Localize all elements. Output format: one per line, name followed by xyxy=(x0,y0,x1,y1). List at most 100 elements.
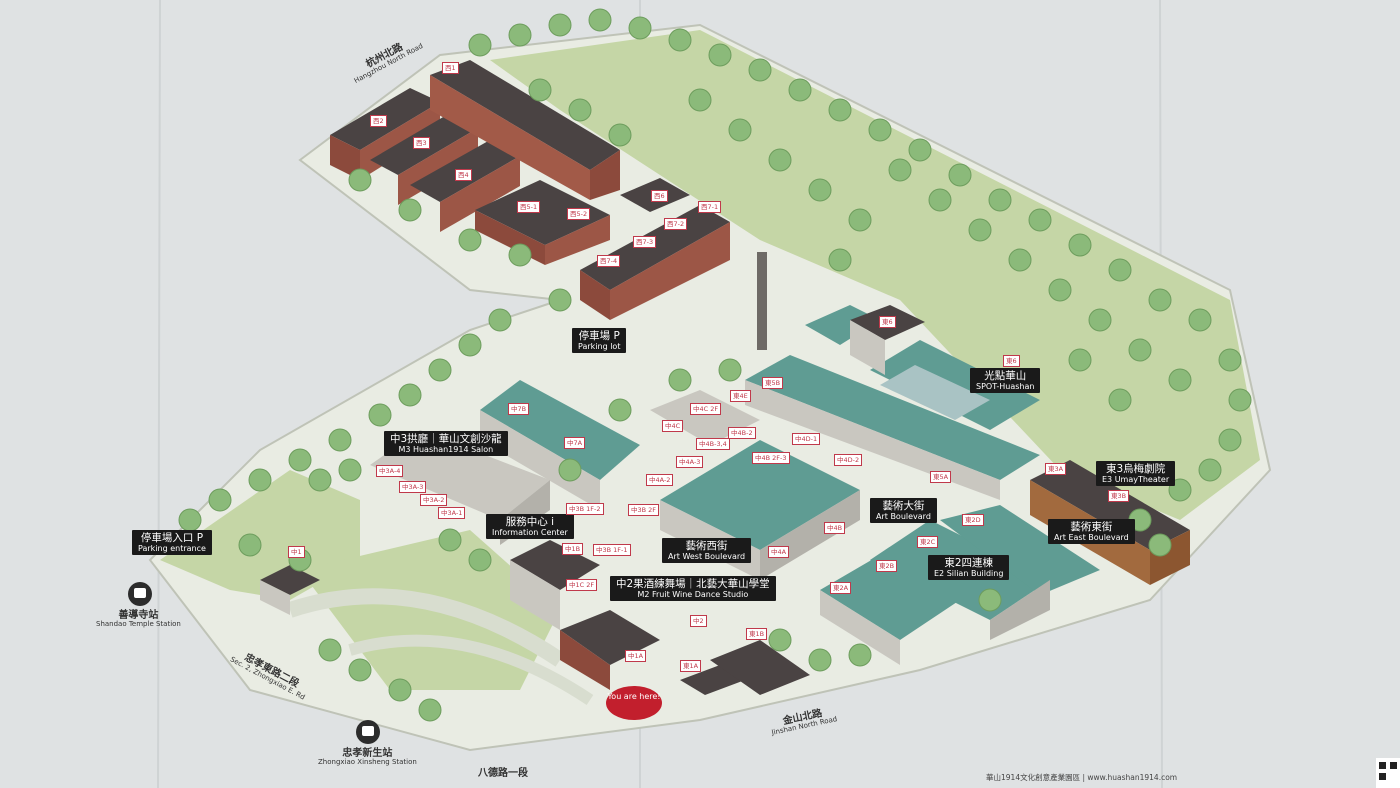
tree xyxy=(868,118,892,142)
tree xyxy=(688,88,712,112)
place-zh: 藝術西街 xyxy=(685,540,728,552)
tree xyxy=(768,148,792,172)
tree xyxy=(508,23,532,47)
building-tag: 中4C xyxy=(662,420,684,432)
tree xyxy=(328,428,352,452)
label-e2-silian: 東2四連棟 E2 Silian Building xyxy=(928,555,1010,581)
tree xyxy=(948,163,972,187)
building-tag: 西5-2 xyxy=(567,208,591,220)
tree xyxy=(1228,388,1252,412)
tree xyxy=(1028,208,1052,232)
you-are-here-marker: You are here! xyxy=(606,686,662,720)
building-tag: 中1 xyxy=(288,546,305,558)
tree xyxy=(1068,233,1092,257)
tree xyxy=(1008,248,1032,272)
tree xyxy=(668,368,692,392)
tree xyxy=(568,98,592,122)
tree xyxy=(608,398,632,422)
label-art-west-boulevard: 藝術西街 Art West Boulevard xyxy=(662,538,752,564)
tree xyxy=(458,228,482,252)
tree xyxy=(398,383,422,407)
tree xyxy=(308,468,332,492)
building-tag: 西3 xyxy=(413,137,430,149)
tree xyxy=(178,508,202,532)
building-tag: 中3A-4 xyxy=(376,465,404,477)
station-zh: 忠孝新生站 xyxy=(342,748,393,759)
tree xyxy=(348,658,372,682)
tree xyxy=(1188,308,1212,332)
tree xyxy=(748,58,772,82)
place-en: E2 Silian Building xyxy=(934,569,1004,579)
building-tag: 東5B xyxy=(762,377,784,389)
place-zh: 東2四連棟 xyxy=(944,557,994,569)
building-tag: 中3B 1F-1 xyxy=(593,544,631,556)
building-tag: 西6 xyxy=(651,190,668,202)
tree xyxy=(718,358,742,382)
station-xinsheng: 忠孝新生站 Zhongxiao Xinsheng Station xyxy=(318,748,417,767)
building-tag: 東6 xyxy=(879,316,896,328)
building-tag: 東1A xyxy=(680,660,702,672)
tree xyxy=(528,78,552,102)
tree xyxy=(238,533,262,557)
tree xyxy=(428,358,452,382)
tree xyxy=(388,678,412,702)
building-tag: 中4B-2 xyxy=(728,427,756,439)
tree xyxy=(368,403,392,427)
place-zh: 光點華山 xyxy=(984,370,1027,382)
building-tag: 西5-1 xyxy=(517,201,541,213)
building-tag: 中4B-3,4 xyxy=(696,438,730,450)
tree xyxy=(978,588,1002,612)
tree xyxy=(288,448,312,472)
tree xyxy=(888,158,912,182)
tree xyxy=(468,548,492,572)
label-spot-huashan: 光點華山 SPOT-Huashan xyxy=(970,368,1041,394)
tree xyxy=(1088,308,1112,332)
road-label-bade: 八德路一段 xyxy=(478,768,528,779)
station-en: Shandao Temple Station xyxy=(96,620,181,628)
tree xyxy=(1218,428,1242,452)
building-tag: 中2 xyxy=(690,615,707,627)
tree xyxy=(338,458,362,482)
building-tag: 東4E xyxy=(730,390,751,402)
building-tag: 中4D-2 xyxy=(834,454,863,466)
building-tag: 西4 xyxy=(455,169,472,181)
building-tag: 中7B xyxy=(508,403,530,415)
station-shandao: 善導寺站 Shandao Temple Station xyxy=(96,610,181,629)
tree xyxy=(808,648,832,672)
trees xyxy=(178,8,1252,722)
tree xyxy=(488,308,512,332)
label-m3-salon: 中3拱廳｜華山文創沙龍 M3 Huashan1914 Salon xyxy=(384,431,508,457)
tree xyxy=(1108,258,1132,282)
shandao-station-icon xyxy=(128,582,152,606)
place-zh: 服務中心 i xyxy=(505,516,555,528)
building-tag: 中1C 2F xyxy=(566,579,598,591)
tree xyxy=(828,248,852,272)
tree xyxy=(1128,338,1152,362)
building-tag: 東3B xyxy=(1108,490,1130,502)
building-tag: 西1 xyxy=(442,62,459,74)
tree xyxy=(348,168,372,192)
place-zh: 藝術東街 xyxy=(1070,521,1113,533)
building-tag: 東6 xyxy=(1003,355,1020,367)
building-tag: 西7-2 xyxy=(664,218,688,230)
tree xyxy=(548,288,572,312)
building-tag: 中4D-1 xyxy=(792,433,821,445)
building-tag: 中4B xyxy=(824,522,846,534)
place-zh: 藝術大街 xyxy=(882,500,925,512)
building-tag: 中3A-2 xyxy=(420,494,448,506)
tree xyxy=(438,528,462,552)
tree xyxy=(1148,288,1172,312)
tree xyxy=(508,243,532,267)
building-tag: 中1B xyxy=(562,543,584,555)
label-m2-dance-studio: 中2果酒練舞場｜北藝大華山學堂 M2 Fruit Wine Dance Stud… xyxy=(610,576,776,602)
building-tag: 中3B 2F xyxy=(628,504,660,516)
zhongxiao-xinsheng-station-icon xyxy=(356,720,380,744)
place-en: M3 Huashan1914 Salon xyxy=(398,445,494,455)
building-tag: 中3A-3 xyxy=(399,481,427,493)
building-tag: 西2 xyxy=(370,115,387,127)
tree xyxy=(418,698,442,722)
place-en: Parking entrance xyxy=(138,544,206,554)
tree xyxy=(1168,368,1192,392)
label-art-boulevard: 藝術大街 Art Boulevard xyxy=(870,498,937,524)
station-zh: 善導寺站 xyxy=(118,610,159,621)
